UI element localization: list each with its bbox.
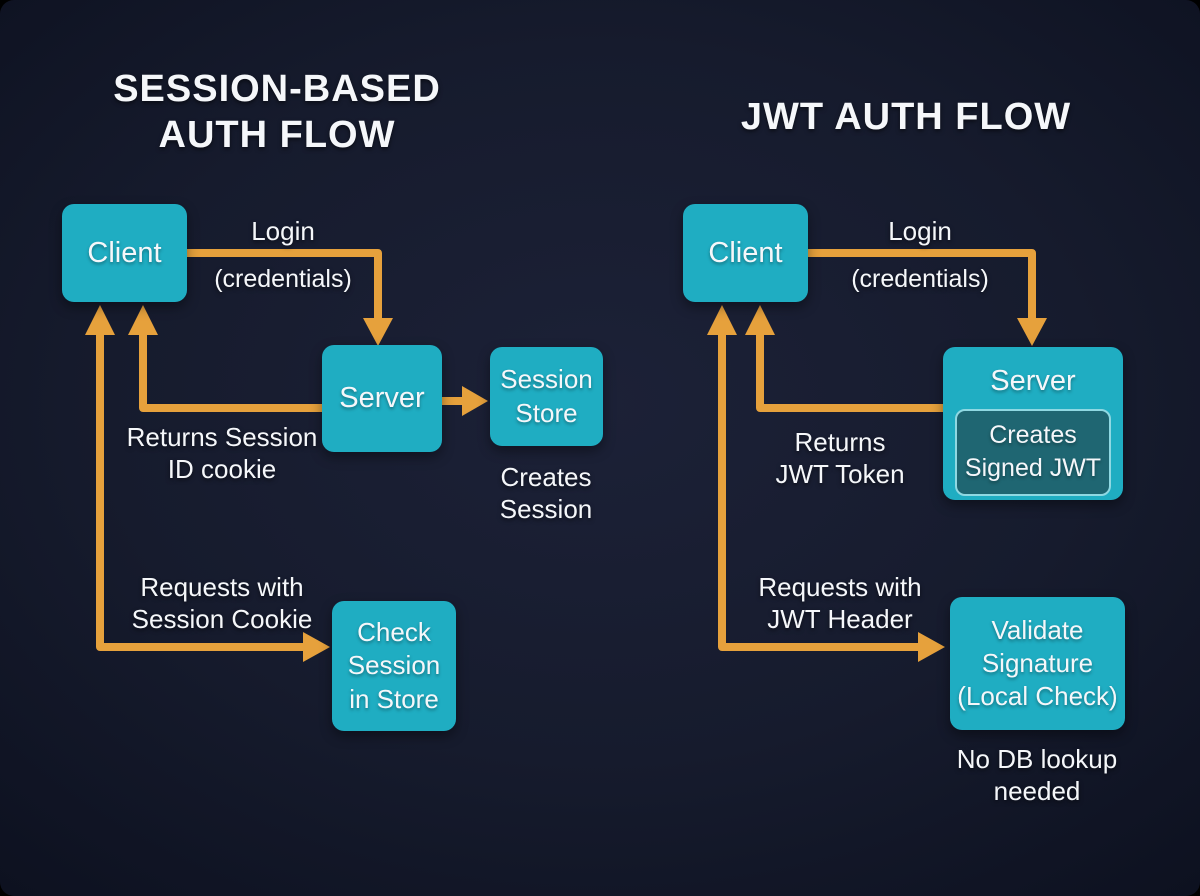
jwt-returns-arrowhead [745,305,775,335]
session-login-label: Login [251,216,315,246]
jwt-client-node: Client [683,204,808,302]
jwt-server-label: Server [990,365,1076,397]
jwt-requests-arrow-line [718,333,920,651]
session-returns-arrowhead [128,305,158,335]
check-session-node: Check Session in Store [332,601,456,731]
jwt-returns-arrow-line [756,333,943,412]
session-login-arrow-line [187,249,382,320]
jwt-login-arrowhead [1017,318,1047,346]
session-store-arrowhead [462,386,488,416]
session-requests-arrowhead-up [85,305,115,335]
session-flow-title: SESSION-BASED AUTH FLOW [113,68,441,157]
session-returns-label: Returns Session ID cookie [126,422,318,485]
session-requests-arrowhead-right [303,632,330,662]
jwt-requests-label: Requests with JWT Header [758,572,922,635]
jwt-login-arrow-line [808,249,1036,320]
jwt-requests-arrowhead-up [707,305,737,335]
jwt-flow-title: JWT AUTH FLOW [740,96,1072,138]
session-client-node: Client [62,204,187,302]
creates-session-label: Creates Session [499,462,593,525]
validate-signature-node: Validate Signature (Local Check) [950,597,1125,730]
jwt-requests-arrowhead-right [918,632,945,662]
session-login-arrowhead [363,318,393,346]
session-store-node: Session Store [490,347,603,446]
jwt-server-node: Server Creates Signed JWT [943,347,1123,500]
session-server-node: Server [322,345,442,452]
session-returns-arrow-line [139,333,322,412]
session-requests-label: Requests with Session Cookie [131,572,313,635]
jwt-login-label: Login [888,216,952,246]
session-requests-arrow-line [96,333,305,651]
jwt-credentials-label: (credentials) [851,265,989,293]
no-db-lookup-label: No DB lookup needed [956,744,1118,807]
creates-signed-jwt-node: Creates Signed JWT [955,409,1111,497]
jwt-returns-label: Returns JWT Token [775,427,905,490]
session-credentials-label: (credentials) [214,265,352,293]
